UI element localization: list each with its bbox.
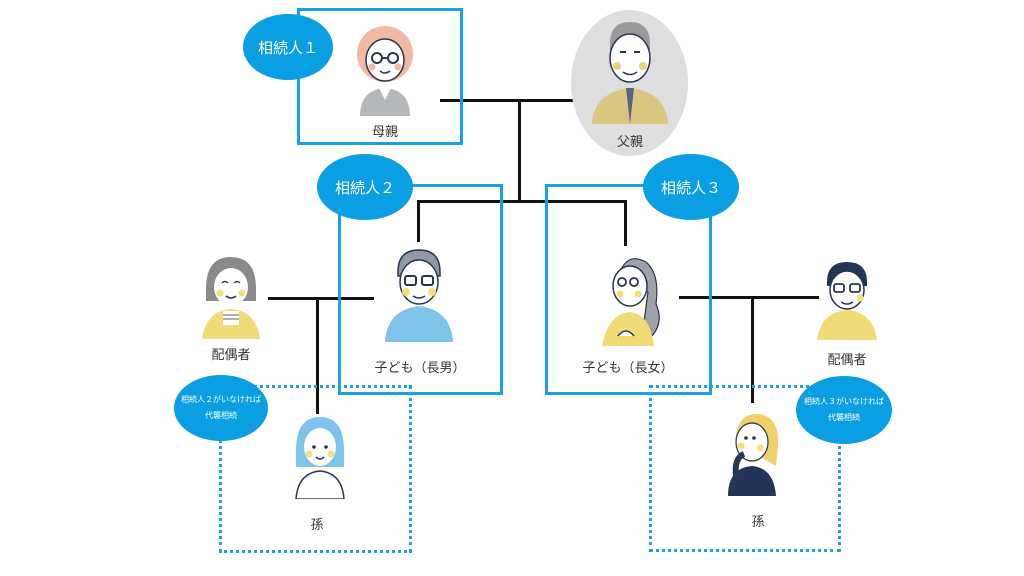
girl-thinking-icon [728, 414, 779, 496]
elderly-man-icon [592, 22, 668, 124]
man-glasses-icon [385, 249, 453, 342]
left-grandchild-drop [316, 297, 319, 414]
heir3-frame [545, 184, 712, 395]
eldest-son-label: 子ども（長男） [374, 361, 466, 376]
substitute2-badge: 相続人２がいなければ 代襲相続 [174, 375, 268, 441]
parents-drop [518, 99, 521, 202]
girl-icon [295, 417, 345, 499]
eldest-daughter-label: 子ども（長女） [582, 361, 674, 376]
substitute2-frame [219, 385, 412, 553]
substitute2-line2: 代襲相続 [205, 411, 237, 420]
spouse-right-label: 配偶者 [827, 353, 867, 368]
substitute3-line2: 代襲相続 [828, 413, 860, 422]
right-grandchild-drop [751, 296, 754, 403]
heir2-badge: 相続人２ [317, 154, 413, 220]
left-couple-connector [268, 297, 374, 300]
heir1-badge: 相続人１ [243, 14, 333, 80]
heir3-label: 相続人３ [660, 178, 721, 197]
parents-connector [440, 99, 590, 102]
spouse-left-label: 配偶者 [211, 348, 251, 363]
elderly-woman-icon [357, 26, 413, 116]
son-drop [417, 200, 420, 242]
man-spouse-icon [817, 262, 877, 340]
heir2-frame [338, 184, 503, 395]
substitute3-badge: 相続人３がいなければ 代襲相続 [796, 376, 892, 444]
heir2-label: 相続人２ [334, 178, 395, 197]
father-label: 父親 [616, 135, 643, 150]
grandchild-right-label: 孫 [751, 515, 765, 530]
substitute3-line1: 相続人３がいなければ [804, 397, 884, 406]
woman-spouse-icon [202, 257, 260, 339]
substitute3-frame [649, 385, 841, 552]
heir1-label: 相続人１ [257, 38, 318, 57]
substitute2-line1: 相続人２がいなければ [181, 395, 261, 404]
woman-icon [602, 258, 660, 346]
heir3-badge: 相続人３ [643, 154, 739, 220]
mother-label: 母親 [371, 125, 398, 140]
children-bar [417, 200, 627, 203]
daughter-drop [624, 200, 627, 246]
grandchild-left-label: 孫 [310, 518, 324, 533]
right-couple-connector [679, 296, 819, 299]
